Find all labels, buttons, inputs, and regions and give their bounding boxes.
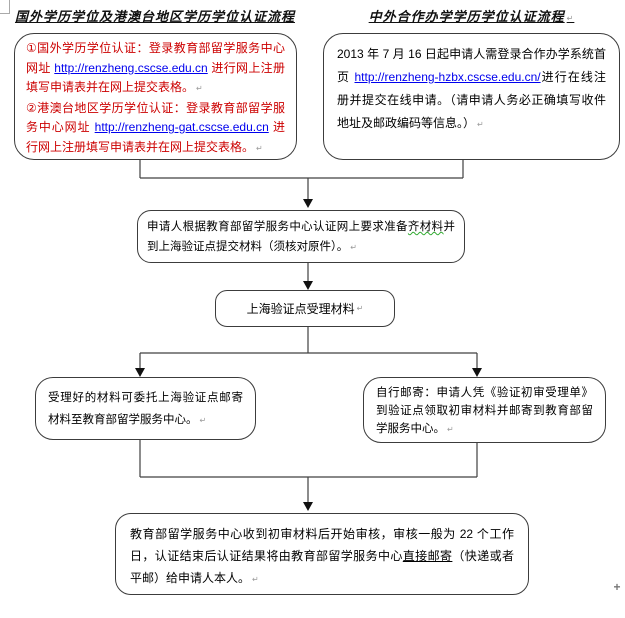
joint-text-prefix: 2013 年 7 月 16 日起申请人需登录合作办学系统首页 xyxy=(337,47,606,84)
box-overseas-registration: ①国外学历学位认证：登录教育部留学服务中心网址 http://renzheng.… xyxy=(14,33,297,160)
paragraph-return-mark: ↵ xyxy=(566,14,575,23)
overseas-p1-suffix: 进行网上注册填写申请表并在网上提交表格。 xyxy=(26,60,285,95)
box-joint-program-registration: 2013 年 7 月 16 日起申请人需登录合作办学系统首页 http://re… xyxy=(323,33,620,160)
box-review-and-result: 教育部留学服务中心收到初审材料后开始审核，审核一般为 22 个工作日，认证结束后… xyxy=(115,513,529,595)
prepare-text-suffix: 并到上海验证点提交材料（须核对原件）。 xyxy=(147,221,456,253)
title-overseas-process: 国外学历学位及港澳台地区学历学位认证流程 xyxy=(14,9,295,24)
review-text-suffix: （快递或者平邮）给申请人本人。 xyxy=(130,549,514,585)
box-entrust-mailing: 受理好的材料可委托上海验证点邮寄材料至教育部留学服务中心。↵ xyxy=(35,377,256,440)
paragraph-return-mark: ↵ xyxy=(252,575,259,584)
review-text-prefix: 教育部留学服务中心收到初审材料后开始审核，审核一般为 22 个工作日，认证结束后… xyxy=(130,527,514,563)
merge-bottom-connector xyxy=(139,440,478,502)
accept-text: 上海验证点受理材料 xyxy=(246,302,355,316)
prepare-text-spellcheck: 齐材料 xyxy=(407,221,444,233)
title-joint-program-text: 中外合作办学学历学位认证流程 xyxy=(368,9,565,24)
arrowheads xyxy=(135,199,482,511)
arrowhead-down-icon xyxy=(303,199,313,208)
paragraph-return-mark: ↵ xyxy=(199,416,207,425)
paragraph-return-mark: ↵ xyxy=(447,425,454,434)
box-accept-materials: 上海验证点受理材料↵ xyxy=(215,290,395,327)
renzheng-link[interactable]: http://renzheng.cscse.edu.cn xyxy=(54,60,208,75)
overseas-p2-text: ②港澳台地区学历学位认证：登录教育部留学服务中心网址 xyxy=(26,100,285,135)
title-joint-program-process: 中外合作办学学历学位认证流程↵ xyxy=(323,6,620,25)
connector-strokes xyxy=(139,160,478,502)
joint-text-suffix: 进行在线注册并提交在线申请。（请申请人务必正确填写收件地址及邮政编码等信息。） xyxy=(337,70,606,130)
paragraph-return-mark: ↵ xyxy=(350,243,357,252)
arrowhead-down-icon xyxy=(303,502,313,511)
prepare-text-prefix: 申请人根据教育部留学服务中心认证网上要求准备 xyxy=(147,221,408,233)
paragraph-return-mark: ↵ xyxy=(256,143,263,153)
overseas-p1-text: ①国外学历学位认证：登录教育部留学服务中心网址 xyxy=(26,41,285,75)
paragraph-return-mark: ↵ xyxy=(196,84,203,93)
box-prepare-materials: 申请人根据教育部留学服务中心认证网上要求准备齐材料并到上海验证点提交材料（须核对… xyxy=(137,210,465,263)
resize-handle-cross-icon: + xyxy=(613,580,621,594)
arrowhead-down-icon xyxy=(472,368,482,377)
arrowhead-down-icon xyxy=(135,368,145,377)
overseas-p2-suffix: 进行网上注册填写申请表并在网上提交表格。 xyxy=(26,120,285,154)
merge-top-connector xyxy=(139,160,464,199)
review-text-underlined: 直接邮寄 xyxy=(402,549,453,563)
split-connector xyxy=(139,327,478,368)
paragraph-return-mark: ↵ xyxy=(477,120,484,129)
arrowhead-down-icon xyxy=(303,281,313,290)
renzheng-gat-link[interactable]: http://renzheng-gat.cscse.edu.cn xyxy=(94,120,269,134)
renzheng-hzbx-link[interactable]: http://renzheng-hzbx.cscse.edu.cn/ xyxy=(354,70,541,84)
table-corner-mark xyxy=(0,0,10,14)
paragraph-return-mark: ↵ xyxy=(356,304,364,313)
self-mail-text: 自行邮寄：申请人凭《验证初审受理单》到验证点领取初审材料并邮寄到教育部留学服务中… xyxy=(376,387,593,435)
entrust-text: 受理好的材料可委托上海验证点邮寄材料至教育部留学服务中心。 xyxy=(48,392,243,426)
box-self-mailing: 自行邮寄：申请人凭《验证初审受理单》到验证点领取初审材料并邮寄到教育部留学服务中… xyxy=(363,377,606,443)
